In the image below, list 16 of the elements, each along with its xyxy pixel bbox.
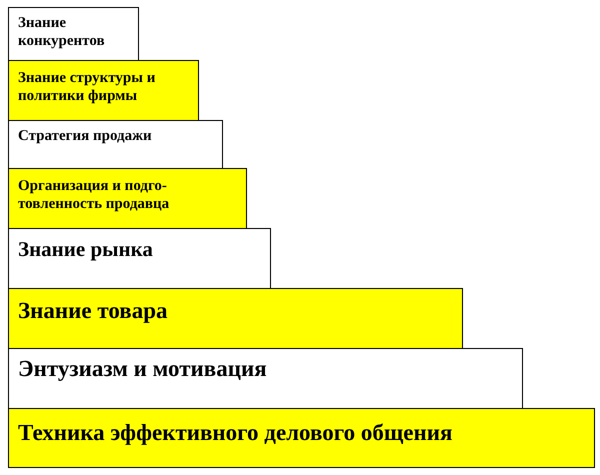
step-box: [8, 168, 247, 229]
step-label: Техника эффективного делового общения: [18, 419, 452, 447]
step-label: Знание структуры и политики фирмы: [18, 69, 156, 105]
step-box: [8, 228, 271, 289]
step-box: [8, 60, 199, 121]
step-label: Энтузиазм и мотивация: [18, 355, 267, 383]
step-box: [8, 348, 523, 409]
step-box: [8, 7, 139, 61]
step-label: Знание товара: [18, 297, 168, 325]
step-box: [8, 408, 595, 468]
step-label: Знание конкурентов: [18, 14, 106, 50]
step-box: [8, 120, 223, 169]
step-label: Организация и подго-товленность продавца: [18, 177, 170, 213]
step-box: [8, 288, 463, 349]
step-label: Стратегия продажи: [18, 127, 152, 145]
step-label: Знание рынка: [18, 237, 153, 262]
